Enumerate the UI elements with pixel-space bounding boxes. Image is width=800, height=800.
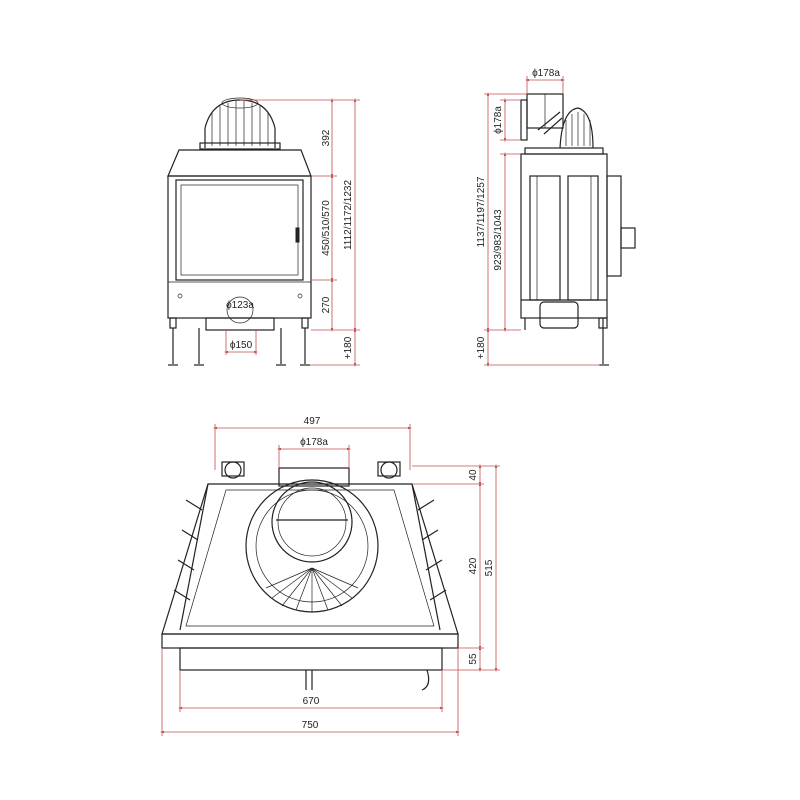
top-body — [161, 461, 459, 691]
side-height-total-label: 1137/1197/1257 — [476, 176, 487, 247]
top-dimensions: 497 ϕ178a 40 420 515 55 670 750 — [160, 416, 500, 736]
top-depth-front-label: 40 — [468, 469, 479, 481]
side-dimensions: ϕ178a ϕ178a 1137/1197/1257 923/983/1043 … — [476, 68, 600, 367]
side-body — [520, 147, 636, 329]
side-side-diameter-label: ϕ178a — [493, 106, 504, 134]
top-width-top-label: 497 — [304, 416, 321, 427]
top-depth-total-label: 515 — [484, 559, 495, 576]
front-dome — [199, 97, 281, 150]
side-legs-label: +180 — [476, 336, 487, 359]
top-depth-body-label: 420 — [468, 557, 479, 574]
front-dimensions: 392 450/510/570 270 1112/1172/1232 +180 … — [224, 98, 360, 367]
side-legs — [524, 317, 609, 366]
front-legs-label: +180 — [343, 336, 354, 359]
top-width-inner-label: 670 — [303, 696, 320, 707]
top-width-total-label: 750 — [302, 720, 319, 731]
front-legs — [168, 317, 310, 366]
side-collar — [520, 93, 594, 149]
side-height-body-label: 923/983/1043 — [493, 209, 504, 271]
front-flue-diameter-label: ϕ123a — [226, 300, 254, 311]
top-collar-diameter-label: ϕ178a — [300, 437, 328, 448]
side-view: ϕ178a ϕ178a 1137/1197/1257 923/983/1043 … — [476, 68, 636, 367]
side-top-diameter-label: ϕ178a — [532, 68, 560, 79]
front-height-window-label: 450/510/570 — [321, 200, 332, 256]
top-depth-base-label: 55 — [468, 653, 479, 665]
front-outlet-diameter-label: ϕ150 — [230, 340, 253, 351]
front-view: 392 450/510/570 270 1112/1172/1232 +180 … — [167, 97, 360, 367]
front-height-total-label: 1112/1172/1232 — [343, 180, 354, 251]
front-height-top-label: 392 — [321, 129, 332, 146]
top-view: 497 ϕ178a 40 420 515 55 670 750 — [160, 416, 500, 736]
front-height-bottom-label: 270 — [321, 296, 332, 313]
